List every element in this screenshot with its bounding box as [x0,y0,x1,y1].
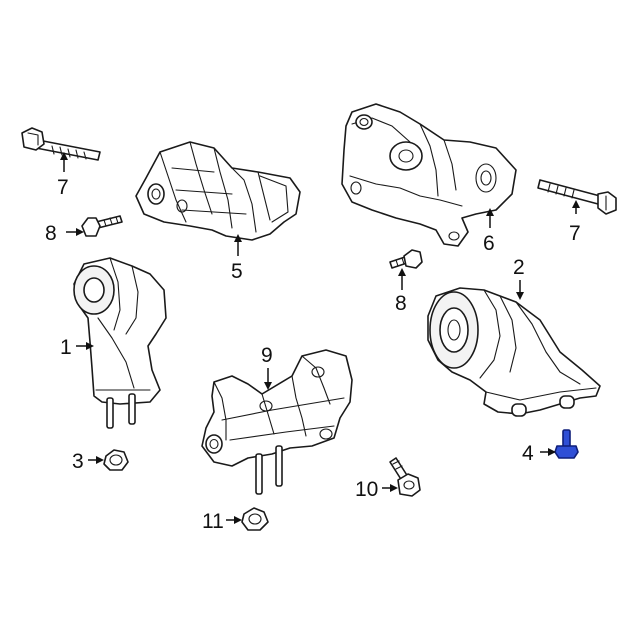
nut-11[interactable] [241,507,269,531]
bolt-4-highlighted[interactable] [554,429,579,459]
engine-mount-2[interactable] [427,287,601,417]
callout-10: 10 [355,478,378,501]
callout-3: 3 [72,450,84,473]
callout-8-middle: 8 [395,292,407,315]
callout-7-right: 7 [569,222,581,245]
engine-mount-1[interactable] [73,257,167,429]
long-bolt-right[interactable] [537,179,617,215]
bolt-middle-8[interactable] [389,249,423,269]
mount-bracket-9[interactable] [201,349,353,495]
callout-8-left: 8 [45,222,57,245]
callout-2: 2 [513,256,525,279]
mount-bracket-6[interactable] [341,103,517,247]
long-bolt-left[interactable] [21,127,101,161]
callout-5: 5 [231,260,243,283]
callout-1: 1 [60,336,72,359]
nut-3[interactable] [103,449,129,471]
callout-4: 4 [522,442,534,465]
callout-6: 6 [483,232,495,255]
callout-9: 9 [261,344,273,367]
callout-labels: 7 8 5 6 7 8 2 1 9 3 4 10 11 [45,176,581,533]
bolt-left-8[interactable] [81,215,123,237]
mount-bracket-5[interactable] [135,141,301,241]
bolt-10[interactable] [389,457,421,497]
leader-lines [60,152,580,524]
callout-7-left: 7 [57,176,69,199]
callout-11: 11 [202,510,224,533]
